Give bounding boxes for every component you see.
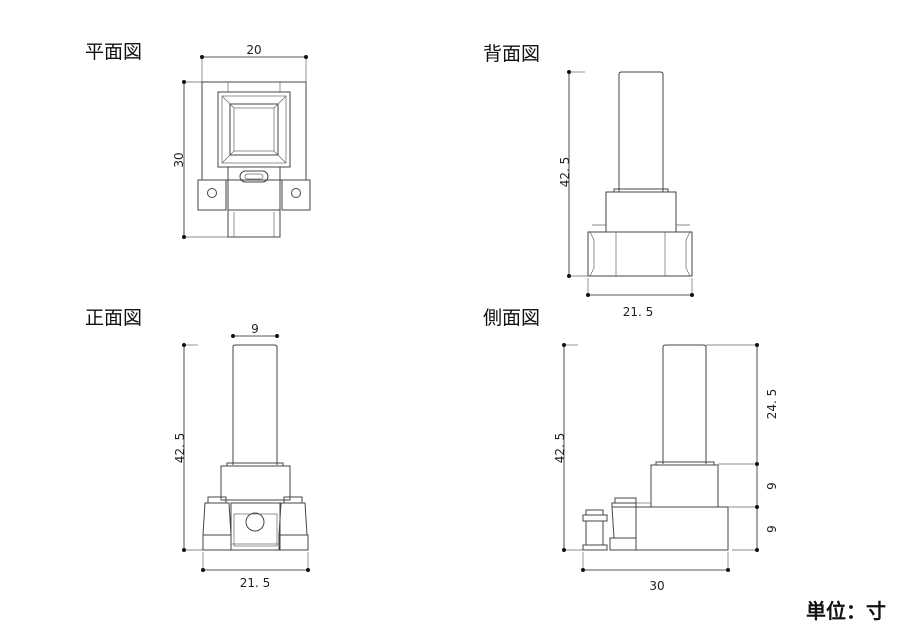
side-height-label: 42. 5 xyxy=(553,433,567,464)
side-depth-label: 30 xyxy=(649,579,664,593)
side-height-dimension: 42. 5 xyxy=(553,343,583,552)
plan-depth-label: 30 xyxy=(172,152,186,167)
front-rod-label: 9 xyxy=(251,322,259,336)
side-depth-dimension: 30 xyxy=(581,552,730,593)
front-height-label: 42. 5 xyxy=(173,433,187,464)
front-body xyxy=(202,344,309,551)
back-width-dimension: 21. 5 xyxy=(586,278,694,319)
side-view: 側面図 42. 5 24. 5 9 9 xyxy=(483,307,779,593)
side-right-dimensions: 24. 5 9 9 xyxy=(706,343,779,552)
side-body xyxy=(582,344,729,551)
side-collar-label: 9 xyxy=(765,482,779,490)
plan-view: 平面図 20 30 xyxy=(85,41,311,239)
plan-body xyxy=(197,81,311,238)
unit-label: 単位：寸 xyxy=(806,599,886,623)
back-body xyxy=(587,71,693,277)
back-width-label: 21. 5 xyxy=(623,305,654,319)
back-view: 背面図 42. 5 21. 5 xyxy=(483,43,694,319)
front-view-title: 正面図 xyxy=(85,307,142,329)
back-height-dimension: 42. 5 xyxy=(558,70,588,278)
plan-width-dimension: 20 xyxy=(200,43,308,82)
back-height-label: 42. 5 xyxy=(558,157,572,188)
back-view-title: 背面図 xyxy=(483,43,540,65)
front-width-dimension: 21. 5 xyxy=(201,552,310,590)
side-base-label: 9 xyxy=(765,525,779,533)
side-rod-height-label: 24. 5 xyxy=(765,389,779,420)
plan-depth-dimension: 30 xyxy=(172,80,228,239)
side-view-title: 側面図 xyxy=(483,307,540,329)
plan-view-title: 平面図 xyxy=(85,41,142,63)
front-view: 正面図 9 42. 5 21. 5 xyxy=(85,307,310,590)
front-rod-dimension: 9 xyxy=(231,322,279,338)
front-height-dimension: 42. 5 xyxy=(173,343,203,552)
plan-width-label: 20 xyxy=(246,43,261,57)
front-width-label: 21. 5 xyxy=(240,576,271,590)
